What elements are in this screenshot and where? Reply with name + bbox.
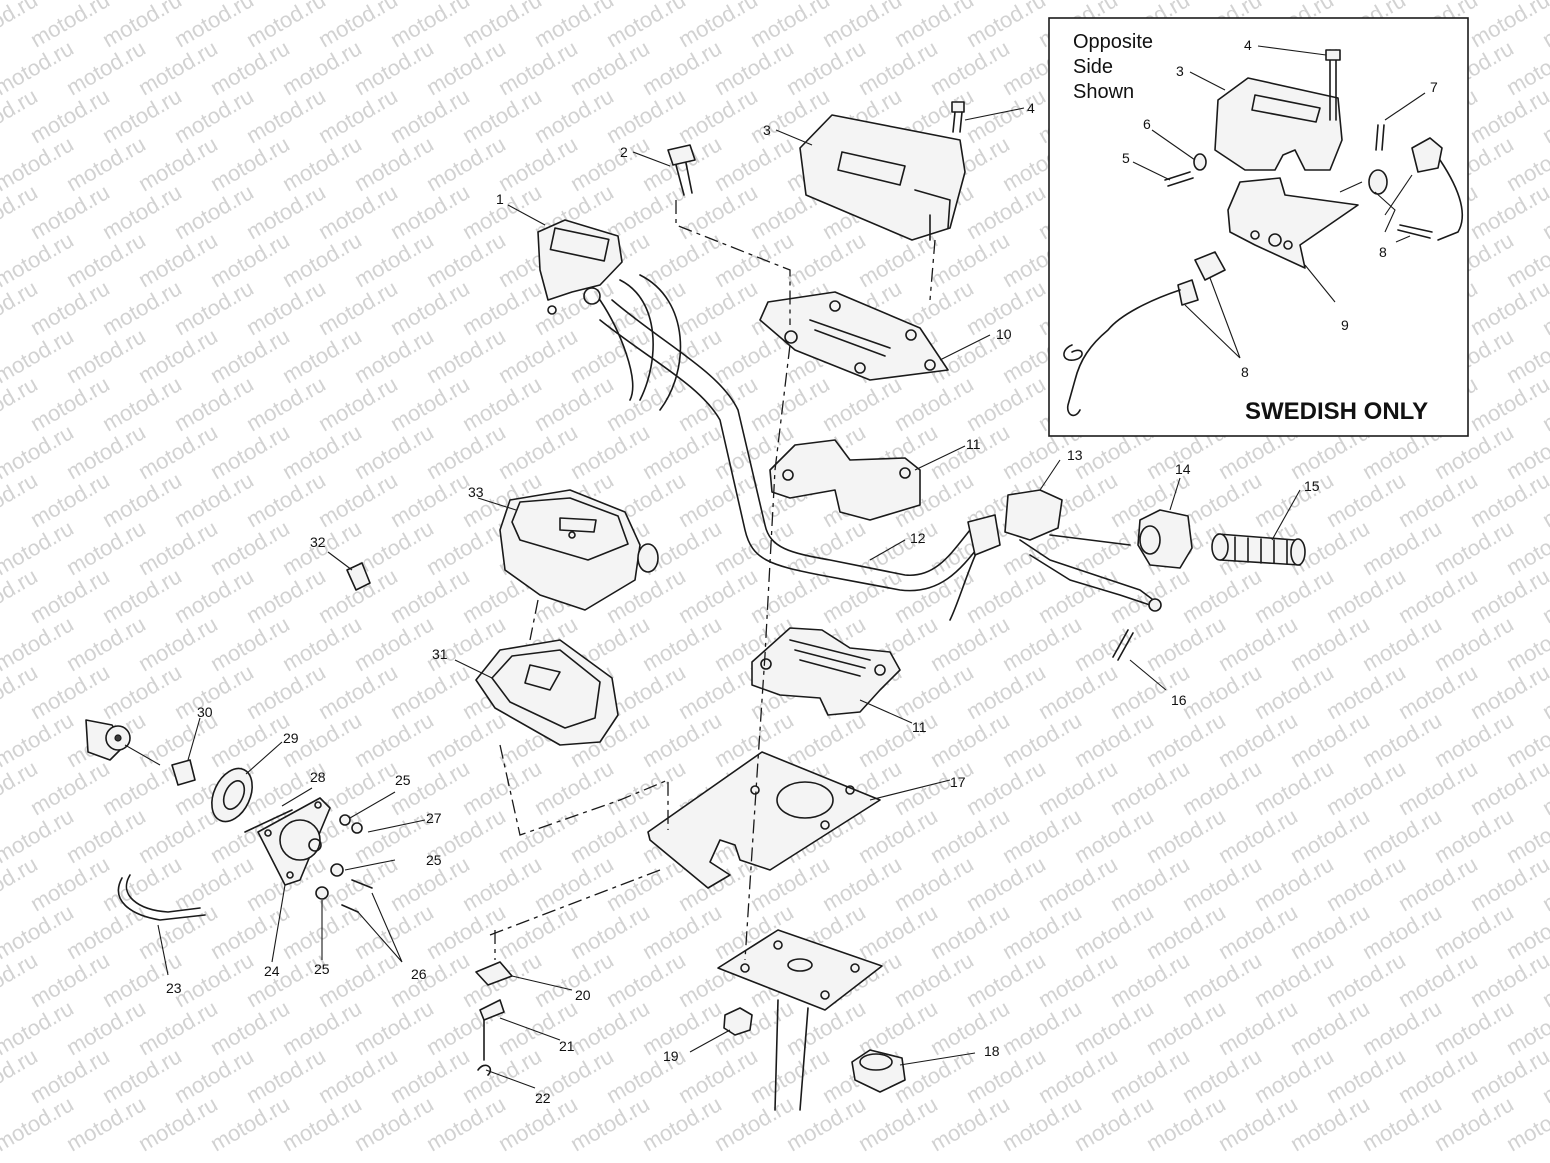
inset-callout-3: 3 <box>1176 63 1184 79</box>
master-cylinder <box>967 489 1162 612</box>
callout-11-upper: 11 <box>966 436 981 452</box>
inset-callout-8-right: 8 <box>1379 244 1387 260</box>
callout-18: 18 <box>984 1043 1000 1059</box>
callout-29: 29 <box>283 730 299 746</box>
screw-4 <box>951 101 965 133</box>
callout-labels: 1 2 3 4 10 11 12 13 14 15 16 11 17 18 19… <box>166 37 1438 1106</box>
inset-callout-9: 9 <box>1341 317 1349 333</box>
callout-2: 2 <box>620 144 628 160</box>
callout-26: 26 <box>411 966 427 982</box>
callout-25-top: 25 <box>395 772 411 788</box>
callout-14: 14 <box>1175 461 1191 477</box>
callout-3: 3 <box>763 122 771 138</box>
callout-10: 10 <box>996 326 1012 342</box>
callout-22: 22 <box>535 1090 551 1106</box>
steering-clamp <box>851 1049 906 1093</box>
callout-12: 12 <box>910 530 926 546</box>
callout-20: 20 <box>575 987 591 1003</box>
callout-28: 28 <box>310 769 326 785</box>
callout-32: 32 <box>310 534 326 550</box>
nut-19 <box>723 1007 753 1036</box>
callout-17: 17 <box>950 774 966 790</box>
callout-24: 24 <box>264 963 280 979</box>
inset-note-line-1: Opposite <box>1073 31 1153 53</box>
callout-13: 13 <box>1067 447 1083 463</box>
inset-callout-8-bottom: 8 <box>1241 364 1249 380</box>
callout-33: 33 <box>468 484 484 500</box>
callout-11-lower: 11 <box>912 719 927 735</box>
leader-lines <box>157 107 1301 1089</box>
speedometer-tray <box>475 639 619 746</box>
mounting-plate <box>647 751 881 889</box>
pin-28 <box>244 809 293 833</box>
handlebar-cover <box>799 114 966 241</box>
fitting-30 <box>171 759 196 786</box>
indicator-bulb <box>346 562 371 591</box>
inset-callout-4: 4 <box>1244 37 1252 53</box>
inset-callout-7: 7 <box>1430 79 1438 95</box>
swedish-only-label: SWEDISH ONLY <box>1245 398 1428 425</box>
callout-19: 19 <box>663 1048 679 1064</box>
callout-23: 23 <box>166 980 182 996</box>
callout-25-bottom: 25 <box>314 961 330 977</box>
top-plate <box>759 291 949 381</box>
clip-parts <box>475 961 513 1076</box>
throttle-cables <box>599 274 682 411</box>
steering-post-plate <box>717 929 883 1111</box>
nuts-25 <box>315 814 363 900</box>
callout-15: 15 <box>1304 478 1320 494</box>
throttle-housing <box>537 219 623 315</box>
handlebar-tube <box>599 299 981 592</box>
upper-clamp <box>769 439 921 521</box>
roller <box>85 719 161 766</box>
speedometer-bracket <box>257 797 331 886</box>
swedish-inset: Opposite Side Shown SWEDISH ONLY <box>1048 17 1469 437</box>
speedo-cable <box>117 874 206 921</box>
bolt-2 <box>667 144 696 196</box>
callout-30: 30 <box>197 704 213 720</box>
callout-16: 16 <box>1171 692 1187 708</box>
callout-21: 21 <box>559 1038 575 1054</box>
gasket <box>211 767 253 823</box>
alignment-lines <box>489 200 936 961</box>
inset-callout-6: 6 <box>1143 116 1151 132</box>
speedometer <box>499 489 659 611</box>
callout-31: 31 <box>432 646 448 662</box>
inset-note-line-2: Side <box>1073 56 1113 78</box>
screw-16 <box>1112 629 1134 661</box>
switch-housing <box>1137 509 1193 569</box>
hand-grip <box>1211 533 1306 566</box>
screws-26 <box>341 879 373 913</box>
inset-note-line-3: Shown <box>1073 81 1134 103</box>
callout-1: 1 <box>496 191 504 207</box>
lower-clamp <box>751 627 901 716</box>
callout-25-middle: 25 <box>426 852 442 868</box>
inset-callout-5: 5 <box>1122 150 1130 166</box>
callout-4: 4 <box>1027 100 1035 116</box>
callout-27: 27 <box>426 810 442 826</box>
